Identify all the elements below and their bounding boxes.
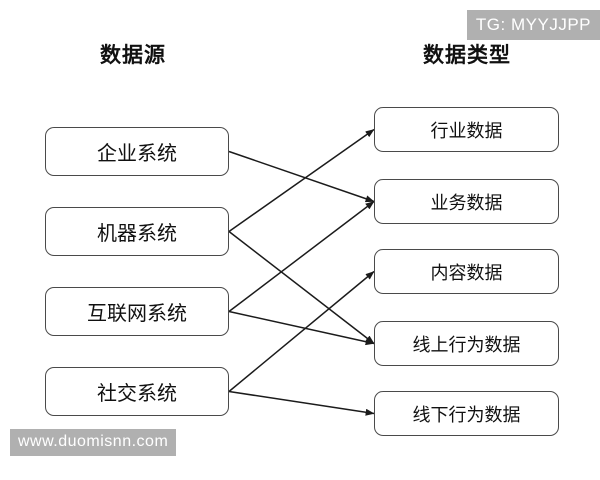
connector-src-2-to-typ-1: [228, 200, 375, 313]
node-type-content-data[interactable]: 内容数据: [374, 249, 559, 294]
connector-src-3-to-typ-2: [228, 270, 375, 393]
node-type-business-data[interactable]: 业务数据: [374, 179, 559, 224]
connector-src-3-to-typ-4: [228, 390, 375, 416]
node-source-social-system[interactable]: 社交系统: [45, 367, 229, 416]
node-source-internet-system[interactable]: 互联网系统: [45, 287, 229, 336]
node-type-online-behavior-data[interactable]: 线上行为数据: [374, 321, 559, 366]
column-heading-data-source: 数据源: [100, 44, 166, 67]
watermark-badge-bottom: www.duomisnn.com: [10, 429, 177, 456]
node-source-enterprise-system[interactable]: 企业系统: [45, 127, 229, 176]
connector-src-2-to-typ-3: [228, 310, 375, 346]
node-type-offline-behavior-data[interactable]: 线下行为数据: [374, 391, 559, 436]
connector-src-0-to-typ-1: [228, 150, 375, 203]
watermark-badge-top: TG: MYYJJPP: [466, 10, 600, 40]
connector-src-1-to-typ-3: [228, 230, 375, 345]
node-type-industry-data[interactable]: 行业数据: [374, 107, 559, 152]
connector-src-1-to-typ-0: [228, 128, 375, 233]
column-heading-data-type: 数据类型: [423, 44, 511, 67]
node-source-machine-system[interactable]: 机器系统: [45, 207, 229, 256]
